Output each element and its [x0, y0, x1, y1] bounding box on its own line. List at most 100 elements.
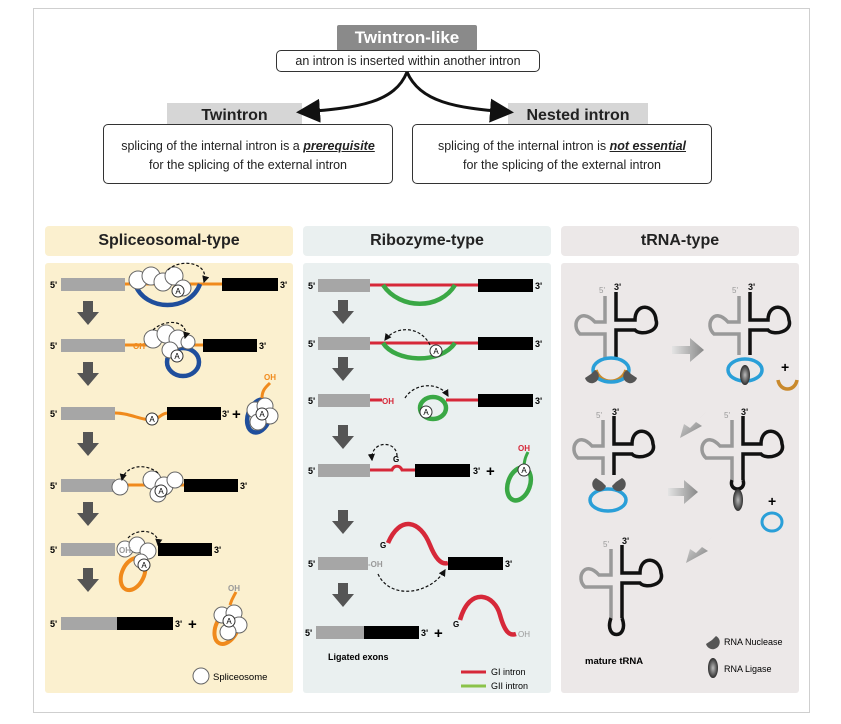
exon-gray — [61, 407, 115, 420]
step-arrow — [77, 362, 99, 386]
exon-gray — [61, 278, 125, 291]
five-prime-label: 5' — [50, 481, 57, 491]
twintron-def-emphasis: prerequisite — [303, 139, 375, 153]
ligated-exons-label: Ligated exons — [328, 652, 389, 662]
spliceosome-legend-icon — [192, 667, 210, 685]
exon-black — [448, 557, 503, 570]
branch-a-circle — [419, 405, 433, 419]
oh-label: -OH — [368, 560, 383, 569]
exon-gray — [318, 337, 370, 350]
nested-intron-definition: splicing of the internal intron is not e… — [412, 124, 712, 184]
branch-a-circle — [429, 344, 443, 358]
three-prime-label: 3' — [535, 396, 542, 406]
branch-a-circle — [154, 484, 168, 498]
splice-row-1: 5' A 3' — [50, 262, 287, 308]
exon-black — [167, 407, 221, 420]
step-arrow — [77, 568, 99, 592]
plus-sign: + — [781, 359, 789, 375]
g-label: G — [453, 620, 459, 629]
released-orange-lariat: OH A — [212, 584, 248, 646]
branch-a-label: A — [141, 561, 147, 570]
nuclease-icon — [623, 370, 637, 384]
three-prime-label: 3' — [612, 407, 619, 417]
branch-a-circle — [171, 284, 185, 298]
plus-sign: + — [768, 493, 776, 509]
branch-a-circle — [170, 349, 184, 363]
five-prime-label: 5' — [308, 396, 315, 406]
step-arrow — [332, 583, 354, 607]
trna-header: tRNA-type — [561, 226, 799, 256]
oh-label: OH — [228, 584, 240, 593]
exon-gray — [61, 617, 117, 630]
nuclease-icon — [592, 478, 606, 492]
trna-4: 5' 3' — [700, 407, 785, 491]
ribo-row-5: 5' -OH G 3' — [308, 521, 512, 592]
five-prime-label: 5' — [308, 559, 315, 569]
step-arrow-diagonal — [680, 412, 706, 438]
three-prime-label: 3' — [748, 282, 755, 292]
green-intron — [381, 341, 457, 361]
branch-a-label: A — [423, 408, 429, 417]
spliceosomal-header: Spliceosomal-type — [45, 226, 293, 256]
plus-sign: + — [232, 406, 241, 423]
step-arrow — [77, 502, 99, 526]
branch-a-label: A — [175, 287, 181, 296]
exon-gray — [61, 339, 125, 352]
exon-black — [158, 543, 212, 556]
step-arrow — [332, 357, 354, 381]
exon-gray — [61, 543, 115, 556]
exon-black — [184, 479, 238, 492]
ligase-legend-icon — [708, 658, 718, 678]
g-label: G — [393, 455, 399, 464]
oh-label: OH — [518, 630, 530, 639]
three-prime-label: 3' — [614, 282, 621, 292]
ribo-row-3: 5' OH A 3' — [308, 385, 542, 422]
nested-def-emphasis: not essential — [609, 139, 687, 153]
spliceosome-complex — [128, 266, 192, 297]
red-intron-free — [385, 521, 449, 566]
three-prime-label: 3' — [222, 409, 229, 419]
gi-legend-label: GI intron — [491, 667, 526, 677]
three-prime-label: 3' — [259, 341, 266, 351]
released-lariat: OH A — [244, 373, 279, 435]
splice-row-2: 5' OH A 3' — [50, 321, 266, 379]
branch-a-circle — [137, 558, 151, 572]
five-prime-label: 5' — [50, 619, 57, 629]
step-arrow — [332, 425, 354, 449]
ligase-icon — [733, 489, 743, 511]
twintron-like-definition-text: an intron is inserted within another int… — [295, 54, 521, 68]
twintron-definition: splicing of the internal intron is a pre… — [103, 124, 393, 184]
arrow-to-nested — [405, 71, 514, 123]
five-prime-label: 5' — [50, 280, 57, 290]
exon-black — [415, 464, 470, 477]
splice-row-5: 5' OH A 3' — [50, 530, 221, 593]
oh-label: OH — [382, 397, 394, 406]
five-prime-label: 5' — [724, 411, 730, 420]
twintron-like-definition: an intron is inserted within another int… — [276, 50, 540, 72]
exon-black — [478, 279, 533, 292]
exon-gray — [318, 464, 370, 477]
five-prime-label: 5' — [732, 286, 738, 295]
nuclease-icon — [585, 370, 599, 384]
nuclease-legend-label: RNA Nuclease — [724, 637, 783, 647]
twintron-title: Twintron — [167, 103, 302, 128]
oh-label: OH — [133, 342, 145, 351]
branch-a-label: A — [158, 487, 164, 496]
exon-black — [203, 339, 257, 352]
attack-arrow — [367, 443, 398, 462]
oh-label: OH — [264, 373, 276, 382]
five-prime-label: 5' — [50, 341, 57, 351]
gii-legend-label: GII intron — [491, 681, 528, 691]
step-arrow — [332, 510, 354, 534]
trna-3: 5' 3' — [572, 407, 656, 513]
oh-label: OH — [518, 444, 530, 453]
ribozyme-header: Ribozyme-type — [303, 226, 551, 256]
five-prime-label: 5' — [50, 409, 57, 419]
attack-arrow — [377, 568, 446, 592]
red-intron-free — [457, 594, 517, 637]
plus-sign: + — [434, 625, 443, 642]
ribo-row-4: 5' G 3' + OH A — [308, 443, 534, 503]
step-arrow-right — [668, 480, 698, 504]
mature-trna: 5' 3' — [579, 536, 664, 637]
